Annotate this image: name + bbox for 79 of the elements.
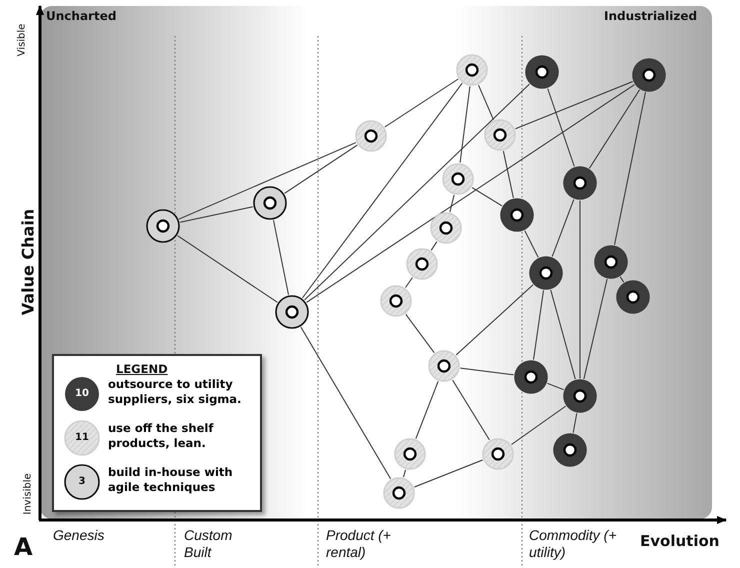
connector-line	[414, 460, 484, 488]
connector-line	[304, 84, 530, 300]
count-number: 3	[78, 476, 86, 487]
outsource-component-circle	[553, 433, 587, 467]
connector-line	[180, 206, 254, 223]
product-component-circle	[484, 119, 516, 151]
connector-line	[547, 88, 575, 167]
product-component-circle	[406, 248, 438, 280]
corner-label: Industrialized	[604, 9, 698, 23]
connector-line	[472, 187, 503, 206]
connector-line	[460, 86, 470, 164]
connector-line	[552, 198, 574, 258]
stage-label: Commodity (+ utility)	[529, 527, 618, 561]
connector-line	[405, 277, 413, 288]
connector-line	[572, 412, 578, 434]
product-component-circle	[482, 438, 514, 470]
in-house-component-circle	[146, 209, 180, 243]
count-number: 10	[75, 388, 89, 399]
outsource-component-circle	[514, 360, 548, 394]
outsource-component-circle	[594, 245, 628, 279]
product-component-circle	[442, 163, 474, 195]
legend-text: build in-house with agile techniques	[108, 465, 234, 495]
connector-line	[300, 326, 392, 480]
product-component-circle	[394, 438, 426, 470]
connector-line	[302, 82, 463, 298]
axis-title: Evolution	[640, 532, 720, 550]
connector-line	[620, 276, 624, 283]
connector-line	[478, 84, 494, 120]
product-component-circle	[355, 120, 387, 152]
connector-line	[588, 89, 640, 169]
connector-line	[284, 144, 358, 194]
outsource-component-circle	[500, 198, 534, 232]
connector-line	[177, 235, 278, 303]
outsource-component-circle	[563, 379, 597, 413]
panel-letter: A	[14, 533, 33, 561]
connector-line	[449, 194, 455, 212]
connector-line	[403, 469, 406, 478]
product-component-circle	[380, 285, 412, 317]
product-component-circle	[428, 350, 460, 382]
connector-line	[384, 78, 459, 128]
legend-title: LEGEND	[116, 362, 168, 376]
connector-line	[405, 314, 435, 354]
corner-label: Uncharted	[46, 9, 116, 23]
stage-label: Product (+ rental)	[326, 527, 392, 561]
connector-line	[550, 289, 576, 380]
connector-line	[614, 92, 646, 246]
axis-end-label: Visible	[16, 24, 28, 56]
product-component-circle	[383, 477, 415, 509]
stage-label: Custom Built	[184, 527, 234, 561]
connector-line	[502, 150, 514, 198]
connector-line	[178, 142, 356, 220]
connector-line	[511, 406, 566, 445]
connector-line	[546, 382, 564, 390]
connector-line	[514, 81, 634, 130]
product-component-circle	[430, 212, 462, 244]
axis-end-label: Invisible	[22, 473, 34, 515]
connector-line	[533, 290, 544, 360]
in-house-component-circle	[275, 295, 309, 329]
outsource-component-circle	[632, 58, 666, 92]
connector-line	[415, 380, 439, 440]
product-component-circle	[456, 54, 488, 86]
connector-line	[524, 230, 539, 258]
outsource-component-circle	[529, 256, 563, 290]
connector-line	[456, 284, 534, 356]
connector-line	[460, 368, 514, 376]
outsource-component-circle	[616, 280, 650, 314]
stage-label: Genesis	[53, 527, 104, 543]
connector-line	[273, 220, 289, 296]
outsource-component-circle	[525, 55, 559, 89]
axis-title: Value Chain	[18, 208, 38, 316]
count-number: 11	[75, 432, 89, 443]
connector-line	[306, 84, 635, 303]
in-house-component-circle	[253, 186, 287, 220]
legend-text: use off the shelf products, lean.	[108, 421, 214, 451]
connector-line	[452, 380, 490, 440]
connector-line	[430, 241, 438, 251]
outsource-component-circle	[563, 166, 597, 200]
legend-text: outsource to utility suppliers, six sigma.	[108, 377, 242, 407]
connector-line	[583, 278, 608, 380]
